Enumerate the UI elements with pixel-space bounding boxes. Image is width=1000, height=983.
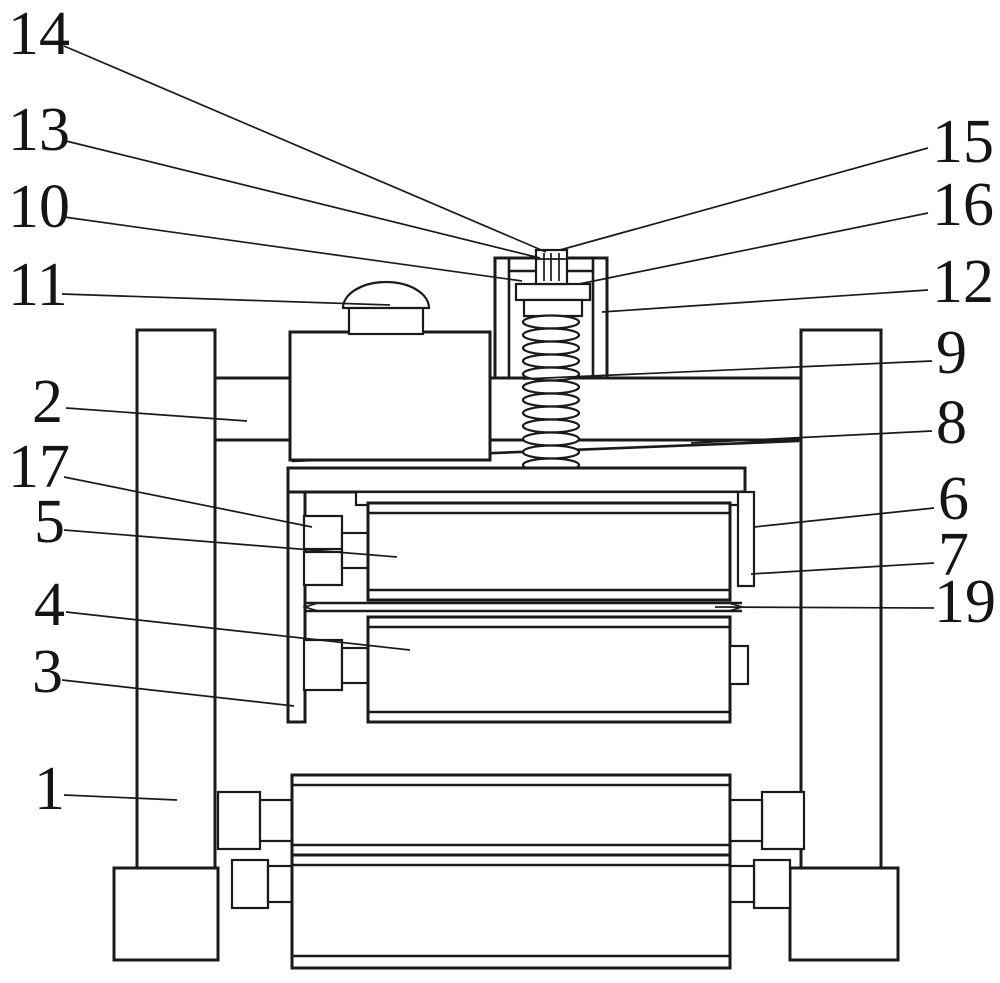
leader-line-3 bbox=[61, 679, 295, 707]
leader-lines bbox=[61, 45, 935, 801]
dome-button bbox=[341, 280, 431, 310]
lower-conveyor-left-bearing-outer bbox=[230, 858, 270, 910]
lower-conveyor-roller bbox=[290, 853, 732, 970]
control-box bbox=[288, 330, 492, 462]
leader-line-7 bbox=[750, 562, 935, 575]
leader-line-16 bbox=[578, 212, 929, 285]
upper-conveyor-left-bearing-outer bbox=[216, 790, 262, 851]
spring-coil bbox=[521, 418, 581, 434]
label-1: 1 bbox=[34, 755, 65, 823]
spring bbox=[521, 314, 581, 473]
label-2: 2 bbox=[32, 368, 63, 436]
label-13: 13 bbox=[8, 96, 70, 164]
leader-line-8 bbox=[690, 430, 933, 444]
lower-roller bbox=[366, 615, 732, 724]
leader-line-5 bbox=[63, 529, 398, 558]
label-3: 3 bbox=[32, 638, 63, 706]
lower-conveyor-right-bearing-outer bbox=[752, 858, 792, 910]
lower-conveyor-left-bearing-inner bbox=[266, 864, 294, 904]
lower-conveyor-right-bearing-inner bbox=[728, 864, 756, 904]
lower-roller-right-stub bbox=[728, 644, 750, 686]
machine-frame bbox=[112, 328, 900, 962]
dome-button-base bbox=[347, 305, 425, 336]
upper-conveyor-right-bearing-inner bbox=[728, 798, 764, 843]
label-15: 15 bbox=[932, 108, 994, 176]
leader-line-6 bbox=[753, 507, 935, 528]
label-6: 6 bbox=[938, 465, 969, 533]
leader-line-13 bbox=[61, 139, 541, 259]
label-14: 14 bbox=[8, 0, 70, 68]
upper-left-bearing-block-a bbox=[302, 514, 344, 551]
leader-line-10 bbox=[63, 216, 523, 282]
label-9: 9 bbox=[936, 319, 967, 387]
leader-line-1 bbox=[63, 794, 178, 801]
right-column bbox=[799, 328, 883, 872]
leader-line-15 bbox=[559, 147, 929, 251]
leader-line-2 bbox=[65, 407, 248, 422]
left-foot bbox=[112, 866, 220, 962]
spring-coil bbox=[521, 353, 581, 369]
label-7: 7 bbox=[938, 521, 969, 589]
lower-left-bearing-block bbox=[302, 638, 344, 692]
spring-coil bbox=[521, 340, 581, 356]
spring-coil bbox=[521, 314, 581, 330]
spring-coil bbox=[521, 392, 581, 408]
lower-roller-shaft bbox=[340, 646, 370, 685]
leader-line-14 bbox=[63, 45, 547, 253]
right-foot bbox=[788, 866, 900, 962]
leader-line-17 bbox=[63, 476, 313, 528]
mid-divider-plate bbox=[302, 601, 745, 613]
upper-conveyor-left-bearing-inner bbox=[258, 798, 294, 843]
part-labels: 14 13 10 11 2 17 5 4 3 1 15 16 12 9 8 6 … bbox=[8, 0, 996, 823]
conveyor-rollers bbox=[216, 773, 806, 970]
frame-right-bar bbox=[736, 490, 756, 588]
left-column bbox=[135, 328, 217, 872]
control-box-assembly bbox=[288, 280, 492, 462]
label-11: 11 bbox=[8, 251, 68, 319]
upper-conveyor-roller bbox=[290, 773, 732, 857]
label-8: 8 bbox=[936, 389, 967, 457]
frame-left-plate bbox=[286, 466, 307, 724]
label-16: 16 bbox=[932, 171, 994, 239]
lower-roller-assembly bbox=[302, 615, 750, 724]
label-10: 10 bbox=[8, 173, 70, 241]
upper-conveyor-right-bearing-outer bbox=[760, 790, 806, 851]
leader-line-4 bbox=[65, 611, 411, 651]
spring-coil bbox=[521, 405, 581, 421]
divider-left-point bbox=[302, 602, 319, 612]
leader-line-19 bbox=[714, 606, 935, 609]
spring-coil bbox=[521, 431, 581, 447]
label-12: 12 bbox=[932, 248, 994, 316]
label-4: 4 bbox=[34, 571, 65, 639]
spring-coil bbox=[521, 379, 581, 395]
frame-top-plate bbox=[286, 466, 747, 494]
label-5: 5 bbox=[34, 488, 65, 556]
label-19: 19 bbox=[934, 568, 996, 636]
spring-coil bbox=[521, 327, 581, 343]
upper-roller-assembly bbox=[302, 501, 732, 602]
upper-roller bbox=[366, 501, 732, 602]
screw-nut-block bbox=[522, 298, 584, 318]
spring-coil bbox=[521, 444, 581, 460]
leader-line-9 bbox=[522, 360, 933, 380]
label-17: 17 bbox=[8, 433, 70, 501]
leader-line-11 bbox=[61, 293, 391, 306]
screw-cap-plate bbox=[514, 282, 592, 302]
upper-left-bearing-block-b bbox=[302, 550, 344, 587]
upper-roller-shaft bbox=[340, 531, 370, 570]
leader-line-12 bbox=[601, 289, 929, 313]
